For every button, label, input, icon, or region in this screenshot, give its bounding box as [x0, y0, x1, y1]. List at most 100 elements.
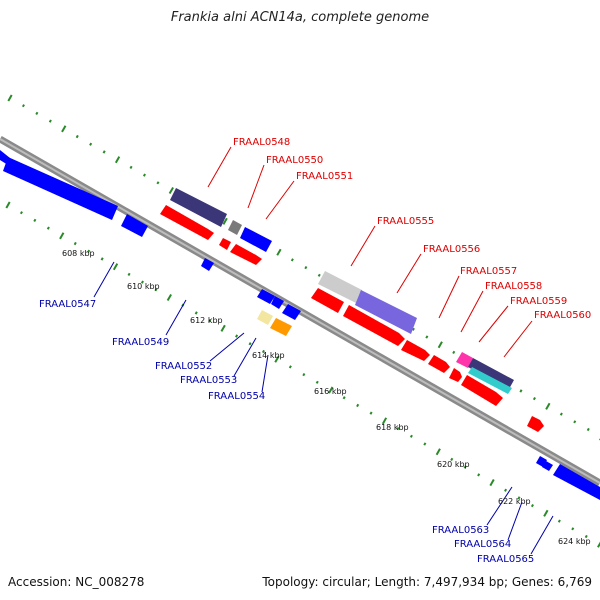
gene-block-0551[interactable] — [240, 227, 272, 252]
inner-tick-mark — [409, 434, 413, 438]
cds-reverse-pale[interactable] — [257, 310, 273, 325]
cds-forward-0554[interactable] — [311, 288, 344, 313]
inner-tick-mark — [220, 324, 226, 332]
inner-tick-mark — [261, 349, 265, 354]
outer-tick-mark — [573, 420, 577, 424]
gene-label-fraal0552[interactable]: FRAAL0552 — [155, 361, 212, 372]
gene-label-fraal0564[interactable]: FRAAL0564 — [454, 539, 511, 550]
cds-reverse-0564[interactable] — [542, 461, 553, 471]
cds-reverse-0549[interactable] — [201, 258, 214, 271]
outer-tick-mark — [89, 142, 93, 146]
accession-text: Accession: NC_008278 — [8, 575, 145, 589]
cds-forward-0560[interactable] — [527, 416, 544, 432]
inner-tick-mark — [194, 311, 198, 315]
inner-tick-mark — [381, 417, 388, 425]
gene-label-fraal0554[interactable]: FRAAL0554 — [208, 391, 265, 402]
scale-label-620: 620 kbp — [437, 460, 470, 469]
inner-tick-mark — [288, 365, 292, 369]
scale-label-616: 616 kbp — [314, 387, 347, 396]
leader-0556 — [396, 253, 422, 294]
reverse-gene-labels: FRAAL0547 FRAAL0549 FRAAL0552 FRAAL0553 … — [39, 299, 534, 565]
cds-forward-0548[interactable] — [160, 205, 214, 240]
cds-forward-0557[interactable] — [428, 355, 450, 373]
cds-forward-0556[interactable] — [401, 340, 430, 361]
gene-label-fraal0559[interactable]: FRAAL0559 — [510, 296, 567, 307]
outer-tick-mark — [222, 217, 228, 225]
gene-label-fraal0551[interactable]: FRAAL0551 — [296, 171, 353, 182]
gene-block-0558-dark[interactable] — [468, 358, 514, 389]
cds-reverse-orange[interactable] — [270, 318, 292, 336]
gene-block-0555-light[interactable] — [318, 271, 362, 303]
gene-label-fraal0553[interactable]: FRAAL0553 — [180, 375, 237, 386]
cds-reverse-0552b[interactable] — [271, 296, 284, 309]
outer-tick-mark — [519, 389, 523, 393]
cds-forward-0555[interactable] — [343, 305, 405, 346]
outer-tick-mark — [102, 150, 106, 154]
gene-label-fraal0548[interactable]: FRAAL0548 — [233, 137, 290, 148]
gene-label-fraal0563[interactable]: FRAAL0563 — [432, 525, 489, 536]
cds-forward-0559[interactable] — [461, 375, 503, 406]
cds-reverse-small-a[interactable] — [121, 214, 148, 237]
inner-tick-mark — [73, 241, 77, 246]
gene-label-fraal0550[interactable]: FRAAL0550 — [266, 155, 323, 166]
gene-label-fraal0555[interactable]: FRAAL0555 — [377, 216, 434, 227]
inner-tick-mark — [530, 504, 534, 508]
inner-tick-mark — [59, 232, 65, 240]
leader-0551 — [265, 180, 295, 220]
cds-forward-0550[interactable] — [219, 238, 231, 250]
outer-tick-mark — [437, 341, 443, 349]
gene-block-0557-magenta[interactable] — [456, 352, 473, 368]
inner-tick-mark — [543, 509, 549, 517]
cds-reverse-0547[interactable] — [3, 157, 118, 220]
inner-tick-mark — [315, 380, 319, 384]
inner-tick-mark — [302, 372, 306, 377]
gene-block-0550[interactable] — [228, 220, 242, 235]
cds-forward-0551[interactable] — [230, 244, 262, 265]
outer-tick-mark — [304, 265, 308, 270]
leader-0558 — [460, 290, 484, 333]
scale-label-610: 610 kbp — [127, 282, 160, 291]
leader-0548 — [207, 146, 232, 188]
outer-tick-mark — [156, 181, 160, 185]
outer-tick-mark — [411, 327, 415, 331]
outer-tick-mark — [48, 119, 52, 123]
inner-tick-mark — [369, 411, 373, 415]
gene-block-0555-purple[interactable] — [355, 290, 417, 334]
gene-label-fraal0549[interactable]: FRAAL0549 — [112, 337, 169, 348]
outer-tick-mark — [129, 165, 133, 170]
inner-tick-mark — [235, 334, 239, 338]
outer-tick-mark — [7, 94, 13, 102]
forward-gene-labels: FRAAL0548 FRAAL0550 FRAAL0551 FRAAL0555 … — [233, 137, 591, 321]
outer-tick-mark — [317, 273, 321, 277]
leader-0564 — [507, 501, 523, 541]
gene-label-fraal0560[interactable]: FRAAL0560 — [534, 310, 591, 321]
inner-tick-mark — [423, 442, 427, 446]
inner-tick-mark — [100, 257, 104, 261]
cds-reverse-0553[interactable] — [282, 304, 301, 320]
inner-tick-mark — [584, 534, 588, 539]
outer-tick-mark — [168, 186, 174, 195]
outer-tick-mark — [75, 134, 79, 139]
gene-label-fraal0556[interactable]: FRAAL0556 — [423, 244, 480, 255]
gene-label-fraal0547[interactable]: FRAAL0547 — [39, 299, 96, 310]
outer-tick-mark — [425, 335, 429, 339]
leader-0547 — [93, 261, 115, 298]
outer-tick-mark — [35, 111, 39, 116]
leader-0554 — [261, 354, 269, 393]
leader-0563 — [486, 486, 513, 526]
gene-block-0559-teal[interactable] — [468, 367, 512, 394]
gene-label-fraal0565[interactable]: FRAAL0565 — [477, 554, 534, 565]
cds-forward-0558[interactable] — [449, 368, 462, 382]
inner-tick-mark — [517, 496, 521, 500]
gene-label-fraal0557[interactable]: FRAAL0557 — [460, 266, 517, 277]
inner-tick-mark — [477, 473, 481, 477]
inner-tick-mark — [328, 386, 334, 394]
leader-0552 — [209, 332, 245, 362]
leader-0550 — [247, 164, 265, 209]
inner-tick-mark — [450, 457, 454, 462]
cds-reverse-0565[interactable] — [553, 464, 600, 500]
gene-label-fraal0558[interactable]: FRAAL0558 — [485, 281, 542, 292]
cds-reverse-0552a[interactable] — [257, 289, 275, 304]
gene-block-0548[interactable] — [170, 188, 227, 227]
